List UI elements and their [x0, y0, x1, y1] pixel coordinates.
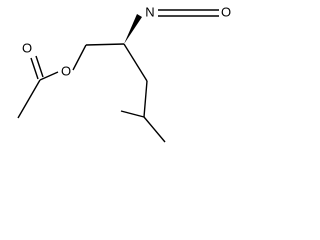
- acetyl-group: [17, 55, 59, 119]
- isocyanate-oxygen-label: O: [221, 4, 231, 19]
- isopropyl-methyl-right-bond: [143, 116, 166, 143]
- carbonyl-double-bond-inner: [35, 55, 44, 78]
- carbonyl-oxygen-label: O: [22, 40, 32, 55]
- ester-oxygen-label: O: [61, 63, 71, 78]
- carbonyl-double-bond-outer: [30, 57, 39, 80]
- stereo-wedge-bond: [124, 14, 142, 44]
- ester-oxygen-ch2-bond: [72, 44, 87, 71]
- ch2-chiral-carbon-bond: [85, 43, 125, 46]
- acetyl-methyl-bond: [17, 79, 41, 119]
- nitrogen-label: N: [145, 4, 154, 19]
- chiral-carbon-ch2-bond: [123, 43, 148, 82]
- ch2-isopropyl-bond: [143, 80, 148, 118]
- isocyanate-group: [158, 9, 219, 17]
- isopropyl-methyl-left-bond: [120, 110, 145, 118]
- backbone: [72, 43, 166, 143]
- chemical-structure-diagram: O O N O: [17, 4, 231, 143]
- acyl-ester-oxygen-bond: [39, 71, 59, 81]
